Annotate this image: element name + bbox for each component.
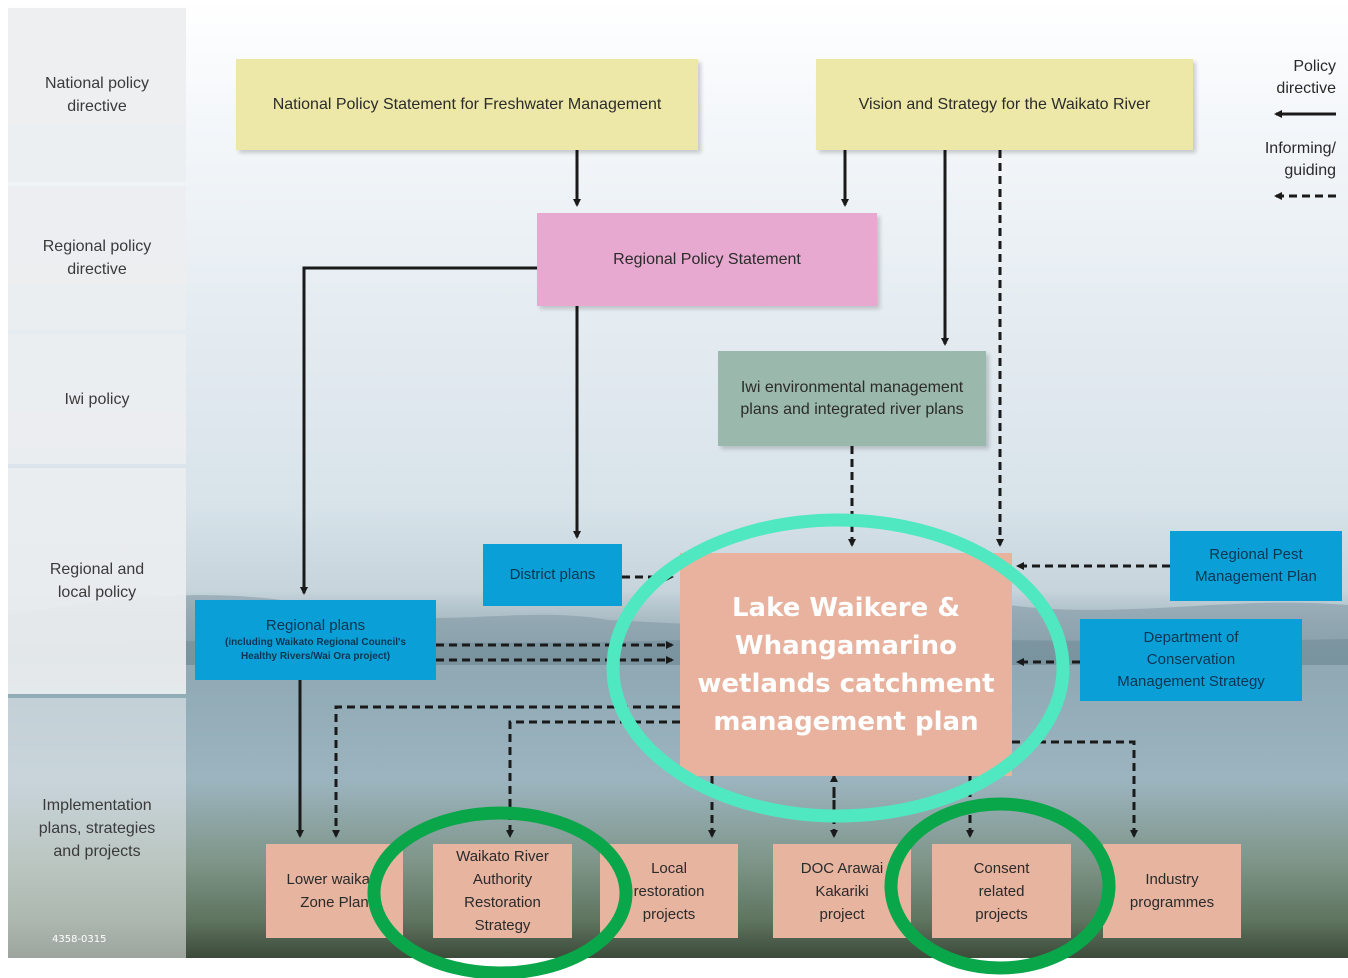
band-regional-policy: Regional policy directive — [8, 186, 186, 330]
regional-policy-statement-box: Regional Policy Statement — [537, 213, 877, 306]
box-label: Vision and Strategy for the Waikato Rive… — [858, 95, 1151, 113]
industry-programmes-box: Industry programmes — [1103, 844, 1241, 938]
doc-management-strategy-box: Department of Conservation Management St… — [1080, 619, 1302, 701]
band-label: Implementation plans, strategies and pro… — [38, 796, 156, 860]
band-implementation: Implementation plans, strategies and pro… — [8, 698, 186, 958]
regional-plans-box: Regional plans (including Waikato Region… — [195, 600, 436, 680]
consent-projects-highlight-ellipse — [884, 797, 1116, 975]
band-label: Regional policy directive — [42, 238, 152, 278]
regional-plans-title: Regional plans — [265, 617, 366, 634]
band-label: National policy directive — [44, 75, 150, 115]
band-label: Regional and local policy — [49, 561, 145, 601]
image-code: 4358-0315 — [52, 934, 107, 945]
box-label: Iwi environmental management plans and i… — [740, 378, 964, 418]
regional-plans-subtitle: (including Waikato Regional Council's He… — [225, 637, 406, 662]
vision-strategy-box: Vision and Strategy for the Waikato Rive… — [816, 59, 1193, 150]
lake-photo-background — [8, 0, 1348, 958]
regional-pest-plan-box: Regional Pest Management Plan — [1170, 531, 1342, 601]
band-national-policy: National policy directive — [8, 8, 186, 182]
box-label: Industry programmes — [1129, 871, 1215, 911]
legend-informing-guiding: Informing/ guiding — [1264, 140, 1336, 179]
band-regional-local-policy: Regional and local policy — [8, 468, 186, 694]
legend-policy-directive: Policy directive — [1276, 58, 1336, 97]
nps-freshwater-box: National Policy Statement for Freshwater… — [236, 59, 698, 150]
box-label: Regional Policy Statement — [613, 250, 801, 268]
band-iwi-policy: Iwi policy — [8, 334, 186, 464]
box-label: Lake Waikere & Whangamarino wetlands cat… — [697, 592, 995, 737]
box-label: Waikato River Authority Restoration Stra… — [456, 848, 549, 934]
main-catchment-plan-box: Lake Waikere & Whangamarino wetlands cat… — [680, 553, 1012, 776]
box-label: Regional Pest Management Plan — [1195, 546, 1317, 585]
district-plans-box: District plans — [483, 544, 622, 606]
consent-related-projects-box: Consent related projects — [932, 844, 1071, 938]
box-label: DOC Arawai Kakariki project — [800, 859, 884, 923]
river-authority-highlight-ellipse — [367, 806, 633, 978]
box-label: Department of Conservation Management St… — [1117, 629, 1265, 690]
box-label: District plans — [509, 566, 596, 583]
box-label: Consent related projects — [973, 859, 1030, 923]
box-label: Local restoration projects — [633, 859, 705, 923]
river-authority-strategy-box: Waikato River Authority Restoration Stra… — [433, 844, 572, 938]
box-label: National Policy Statement for Freshwater… — [272, 95, 662, 113]
band-label: Iwi policy — [64, 390, 130, 408]
main-plan-highlight-ellipse — [606, 513, 1070, 823]
iwi-plans-box: Iwi environmental management plans and i… — [718, 351, 986, 446]
